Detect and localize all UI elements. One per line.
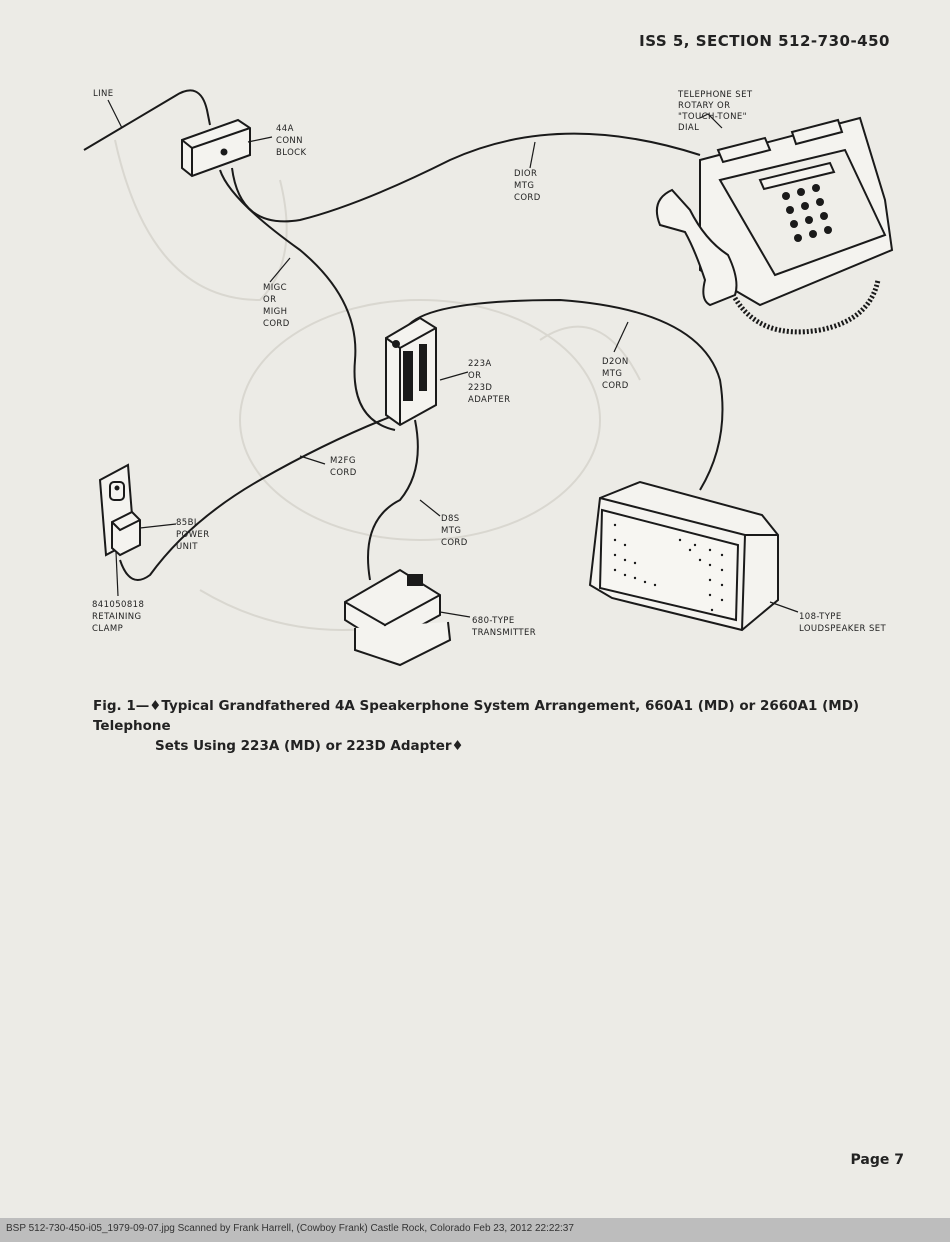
d1or-cord [231, 132, 701, 223]
m2fg-cord [119, 414, 396, 581]
loudspeaker-108 [588, 480, 779, 632]
adapter-223 [385, 316, 437, 427]
leader-lines [107, 99, 799, 618]
figure-caption: Fig. 1—♦Typical Grandfathered 4A Speaker… [93, 696, 903, 756]
scan-footer-bar: BSP 512-730-450-i05_1979-09-07.jpg Scann… [0, 1218, 950, 1242]
d20n-cord [404, 298, 724, 491]
coiled-cord [732, 279, 881, 335]
label-d8s-cord: D8S MTG CORD [441, 514, 468, 548]
transmitter-680 [344, 568, 452, 667]
label-m2fg-cord: M2FG CORD [330, 456, 359, 478]
label-loudspeaker: 108-TYPE LOUDSPEAKER SET [799, 612, 887, 634]
power-unit-85b1 [111, 510, 141, 557]
label-d20n-cord: D2ON MTG CORD [602, 357, 632, 391]
conn-block-44a [181, 118, 251, 178]
page-number: Page 7 [850, 1152, 904, 1168]
caption-line-1: Fig. 1—♦Typical Grandfathered 4A Speaker… [93, 698, 860, 734]
label-transmitter: 680-TYPE TRANSMITTER [471, 616, 536, 638]
speaker-grille [613, 523, 724, 612]
label-d1or-cord: DIOR MTG CORD [514, 169, 541, 203]
faint-background-drawing [114, 139, 641, 631]
label-adapter: 223A OR 223D ADAPTER [468, 359, 510, 405]
line-cord [83, 89, 211, 151]
label-m1gc-cord: MIGC OR MIGH CORD [263, 283, 291, 329]
handset [656, 188, 738, 307]
caption-line-2: Sets Using 223A (MD) or 223D Adapter♦ [155, 738, 464, 754]
scan-footer-text: BSP 512-730-450-i05_1979-09-07.jpg Scann… [6, 1223, 574, 1234]
speakerphone-diagram: LINE 44A CONN BLOCK TELEPHONE SET ROTARY… [83, 89, 894, 667]
label-telephone-set: TELEPHONE SET ROTARY OR "TOUCH-TONE" DIA… [677, 90, 756, 133]
label-power-unit: 85BI POWER UNIT [176, 518, 213, 552]
telephone-set [656, 116, 894, 335]
cords [83, 89, 724, 581]
m1gc-cord [219, 169, 396, 431]
label-conn-block: 44A CONN BLOCK [276, 124, 306, 158]
d8s-cord [367, 419, 419, 581]
keypad [782, 184, 832, 242]
section-header: ISS 5, SECTION 512-730-450 [639, 32, 890, 50]
label-retaining-clamp: 841050818 RETAINING CLAMP [92, 600, 147, 634]
label-line: LINE [93, 89, 114, 99]
